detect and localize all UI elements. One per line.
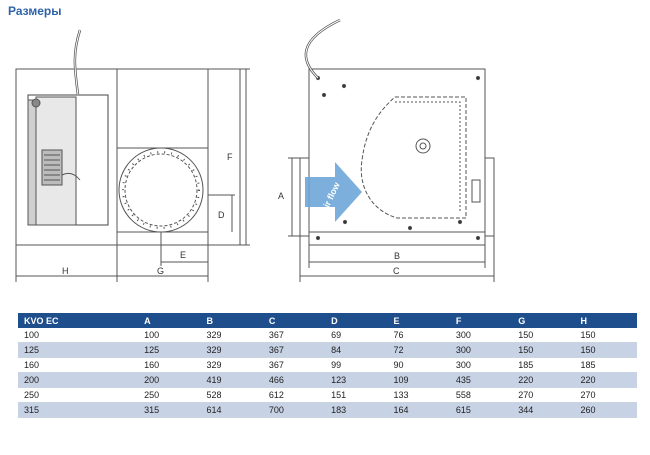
dim-label-b: B	[394, 251, 400, 261]
table-cell: 150	[512, 342, 575, 358]
table-cell: 329	[200, 328, 263, 343]
dim-label-h: H	[62, 266, 69, 276]
table-cell: 300	[449, 357, 513, 373]
table-cell: 528	[200, 387, 263, 403]
table-cell: 367	[262, 342, 326, 358]
table-row: 125 125 329 367 84 72 300 150 150	[18, 342, 637, 358]
column-header: C	[262, 313, 326, 328]
table-cell: 558	[449, 387, 513, 403]
dim-label-a: A	[278, 191, 284, 201]
table-cell: 150	[574, 342, 637, 358]
dim-label-g: G	[157, 266, 164, 276]
table-row: 200 200 419 466 123 109 435 220 220	[18, 372, 637, 388]
table-cell: 614	[200, 402, 263, 418]
table-cell: 270	[574, 387, 637, 403]
table-cell: 183	[325, 402, 388, 418]
column-header: KVO EC	[18, 313, 139, 328]
table-cell: 250	[18, 387, 139, 403]
table-cell: 150	[512, 328, 575, 343]
table-cell: 109	[387, 372, 450, 388]
table-cell: 612	[262, 387, 326, 403]
table-cell: 99	[325, 357, 388, 373]
table-cell: 315	[18, 402, 139, 418]
dim-label-c: C	[393, 266, 400, 276]
dim-label-e: E	[180, 250, 186, 260]
table-cell: 69	[325, 328, 388, 343]
column-header: E	[387, 313, 450, 328]
table-cell: 615	[449, 402, 513, 418]
column-header: D	[325, 313, 388, 328]
table-cell: 160	[138, 357, 201, 373]
table-cell: 150	[574, 328, 637, 343]
column-header: B	[200, 313, 263, 328]
dimensions-table: KVO EC A B C D E F G H 100 100 329 367 6…	[18, 313, 637, 418]
table-cell: 419	[200, 372, 263, 388]
table-header-row: KVO EC A B C D E F G H	[18, 313, 637, 328]
airflow-arrow: Air flow	[305, 162, 362, 222]
table-cell: 100	[138, 328, 201, 343]
column-header: A	[138, 313, 201, 328]
table-cell: 123	[325, 372, 388, 388]
table-cell: 300	[449, 342, 513, 358]
table-cell: 200	[138, 372, 201, 388]
table-cell: 344	[512, 402, 575, 418]
table-cell: 435	[449, 372, 513, 388]
table-cell: 72	[387, 342, 450, 358]
table-cell: 220	[574, 372, 637, 388]
column-header: H	[574, 313, 637, 328]
table-cell: 133	[387, 387, 450, 403]
table-cell: 76	[387, 328, 450, 343]
front-view-drawing	[288, 18, 495, 282]
table-cell: 125	[18, 342, 139, 358]
table-cell: 329	[200, 342, 263, 358]
table-cell: 315	[138, 402, 201, 418]
column-header: F	[449, 313, 513, 328]
column-header: G	[512, 313, 575, 328]
table-cell: 367	[262, 328, 326, 343]
table-cell: 300	[449, 328, 513, 343]
table-cell: 185	[574, 357, 637, 373]
dimension-drawing: Air flow H G E D F A B C	[15, 18, 495, 282]
table-cell: 100	[18, 328, 139, 343]
table-cell: 160	[18, 357, 139, 373]
table-row: 315 315 614 700 183 164 615 344 260	[18, 402, 637, 418]
page-title: Размеры	[8, 4, 62, 18]
table-cell: 90	[387, 357, 450, 373]
table-cell: 250	[138, 387, 201, 403]
dim-label-f: F	[227, 152, 233, 162]
table-cell: 260	[574, 402, 637, 418]
table-cell: 200	[18, 372, 139, 388]
table-cell: 164	[387, 402, 450, 418]
table-cell: 367	[262, 357, 326, 373]
table-row: 250 250 528 612 151 133 558 270 270	[18, 387, 637, 403]
dim-label-d: D	[218, 210, 225, 220]
table-cell: 270	[512, 387, 575, 403]
table-cell: 185	[512, 357, 575, 373]
table-row: 160 160 329 367 99 90 300 185 185	[18, 357, 637, 373]
table-cell: 700	[262, 402, 326, 418]
table-cell: 84	[325, 342, 388, 358]
table-cell: 151	[325, 387, 388, 403]
table-cell: 329	[200, 357, 263, 373]
table-cell: 220	[512, 372, 575, 388]
table-cell: 466	[262, 372, 326, 388]
table-row: 100 100 329 367 69 76 300 150 150	[18, 328, 637, 343]
table-cell: 125	[138, 342, 201, 358]
side-view-drawing	[15, 29, 250, 282]
